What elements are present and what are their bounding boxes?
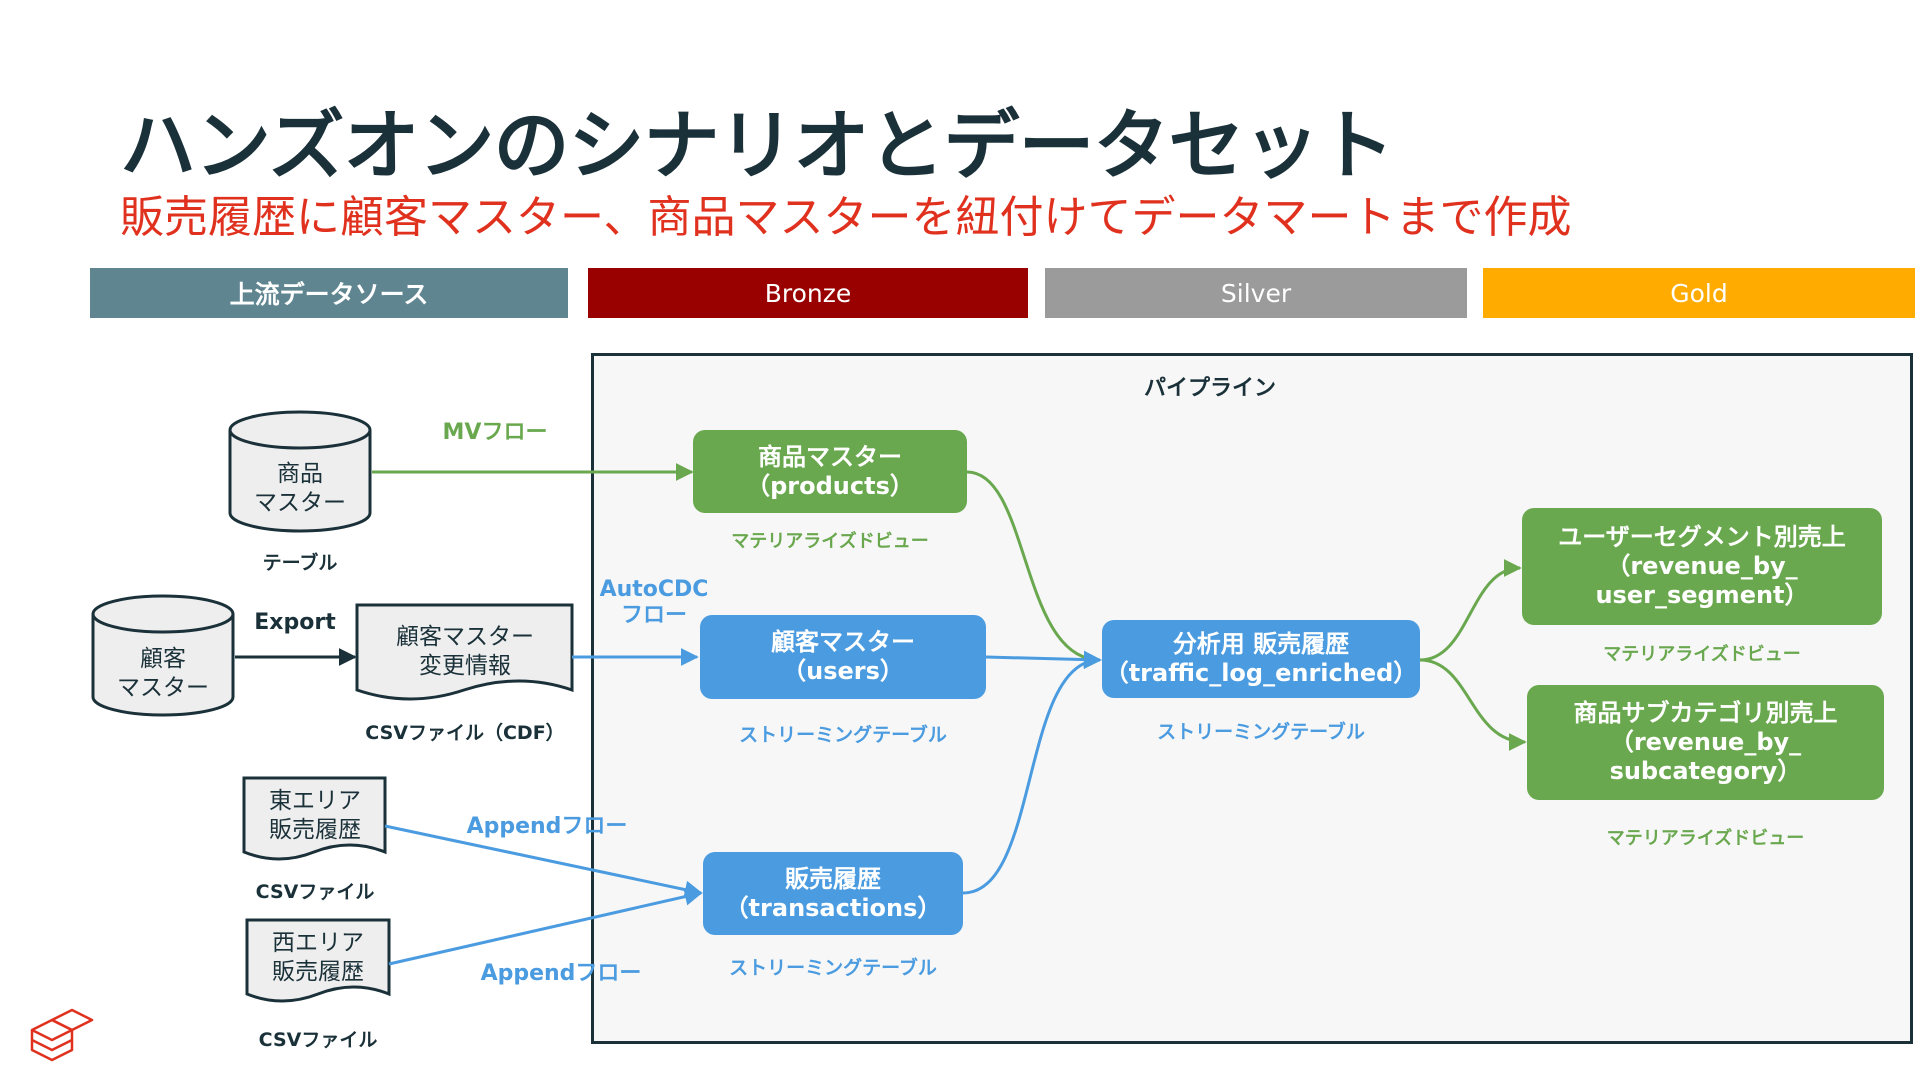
cdf-file-document <box>355 603 574 701</box>
products-caption: マテリアライズドビュー <box>731 531 929 552</box>
mv-flow-label: MVフロー <box>442 420 548 445</box>
products-to-enriched-arrow <box>966 470 1102 669</box>
databricks-logo-icon <box>30 1008 94 1062</box>
append-west-arrow <box>388 887 703 966</box>
product-master-cylinder <box>228 410 372 533</box>
revenue-segment-caption: マテリアライズドビュー <box>1603 644 1801 665</box>
cdf-file-caption: CSVファイル（CDF） <box>365 722 565 744</box>
west-file-document <box>245 918 391 1003</box>
node-revenue-subcategory[interactable]: 商品サブカテゴリ別売上 （revenue_by_ subcategory） <box>1527 685 1884 800</box>
enriched-to-subcategory-arrow <box>1419 658 1527 751</box>
append-east-arrow <box>384 824 703 899</box>
east-file-caption: CSVファイル <box>255 881 375 903</box>
product-master-label: 商品 マスター <box>254 461 346 516</box>
cdf-file-label: 顧客マスター 変更情報 <box>396 624 534 679</box>
pipeline-label: パイプライン <box>1143 376 1276 401</box>
autocdc-flow-label: AutoCDC フロー <box>599 577 709 629</box>
band-bronze: Bronze <box>588 268 1028 318</box>
append-west-label: Appendフロー <box>480 961 642 986</box>
enriched-to-segment-arrow <box>1419 559 1522 662</box>
product-master-caption: テーブル <box>262 552 338 574</box>
export-label: Export <box>254 610 336 635</box>
transactions-caption: ストリーミングテーブル <box>729 957 937 979</box>
node-enriched[interactable]: 分析用 販売履歴 （traffic_log_enriched） <box>1102 620 1420 698</box>
west-file-caption: CSVファイル <box>258 1029 378 1051</box>
transactions-to-enriched-arrow <box>962 651 1102 895</box>
node-transactions[interactable]: 販売履歴 （transactions） <box>703 852 963 935</box>
band-gold: Gold <box>1483 268 1915 318</box>
band-silver: Silver <box>1045 268 1467 318</box>
customer-master-label: 顧客 マスター <box>117 646 209 701</box>
east-file-label: 東エリア 販売履歴 <box>269 788 361 843</box>
page-subtitle: 販売履歴に顧客マスター、商品マスターを紐付けてデータマートまで作成 <box>120 192 1572 243</box>
customer-master-cylinder <box>91 594 235 717</box>
west-file-label: 西エリア 販売履歴 <box>272 930 364 985</box>
revenue-subcategory-caption: マテリアライズドビュー <box>1606 828 1805 849</box>
users-caption: ストリーミングテーブル <box>739 724 947 746</box>
band-upstream: 上流データソース <box>90 268 568 318</box>
node-products[interactable]: 商品マスター （products） <box>693 430 967 513</box>
east-file-document <box>242 776 387 861</box>
page-title: ハンズオンのシナリオとデータセット <box>120 101 1394 190</box>
append-east-label: Appendフロー <box>466 814 628 839</box>
users-to-enriched-arrow <box>985 650 1102 669</box>
enriched-caption: ストリーミングテーブル <box>1157 721 1365 743</box>
node-revenue-segment[interactable]: ユーザーセグメント別売上 （revenue_by_ user_segment） <box>1522 508 1882 625</box>
node-users[interactable]: 顧客マスター （users） <box>700 615 986 699</box>
